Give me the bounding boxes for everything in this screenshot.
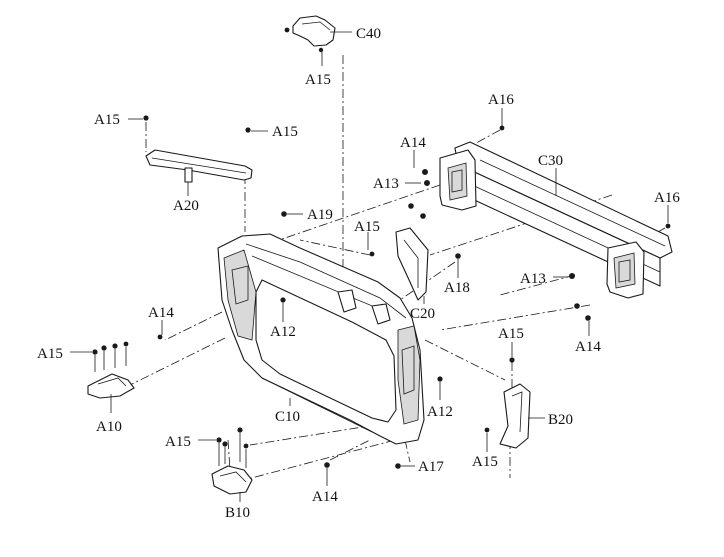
part-b10-bracket: [211, 427, 253, 495]
label-c20: C20: [410, 306, 435, 322]
part-a10-bracket: [87, 341, 135, 399]
label-a17: A17: [418, 459, 444, 475]
label-c40: C40: [356, 26, 381, 42]
part-labels: C40 A15 A15 A15 A20 A16 A14 A13 C30 A16 …: [37, 26, 680, 521]
label-a14-left: A14: [148, 305, 174, 321]
label-a16-right: A16: [654, 190, 680, 206]
label-c10: C10: [275, 409, 300, 425]
label-a14-c30: A14: [400, 135, 426, 151]
part-c40-bracket: [284, 15, 336, 53]
label-a15-top: A15: [305, 72, 331, 88]
part-c20-bracket: [369, 227, 429, 301]
misc-fasteners: [157, 211, 401, 469]
label-a13-c30: A13: [373, 176, 399, 192]
label-a13-right: A13: [520, 271, 546, 287]
label-a15-a20-right: A15: [272, 124, 298, 140]
label-a14-bottom: A14: [312, 489, 338, 505]
label-a15-b20-bottom: A15: [472, 454, 498, 470]
label-b20: B20: [548, 412, 573, 428]
label-a19: A19: [307, 207, 333, 223]
assembly-lines: [129, 55, 666, 486]
label-a15-b20-top: A15: [498, 326, 524, 342]
label-a18: A18: [444, 280, 470, 296]
part-b20-bracket: [484, 357, 531, 449]
c30-fasteners: [408, 169, 591, 321]
label-a10: A10: [96, 419, 122, 435]
label-a15-b10: A15: [165, 434, 191, 450]
label-a15-a20-left: A15: [94, 112, 120, 128]
label-a12-center: A12: [270, 324, 296, 340]
part-a20-tie-bar: [143, 115, 253, 183]
part-c10-radiator-support: [217, 233, 443, 445]
label-a15-a10: A15: [37, 346, 63, 362]
label-a15-c20: A15: [354, 219, 380, 235]
label-a12-right: A12: [427, 404, 453, 420]
leader-lines: [70, 31, 669, 502]
label-a14-right: A14: [575, 339, 601, 355]
label-a16-top: A16: [488, 92, 514, 108]
part-c30-bumper-beam: [439, 125, 673, 299]
label-c30: C30: [538, 153, 563, 169]
label-a20: A20: [173, 198, 199, 214]
label-b10: B10: [225, 505, 250, 521]
